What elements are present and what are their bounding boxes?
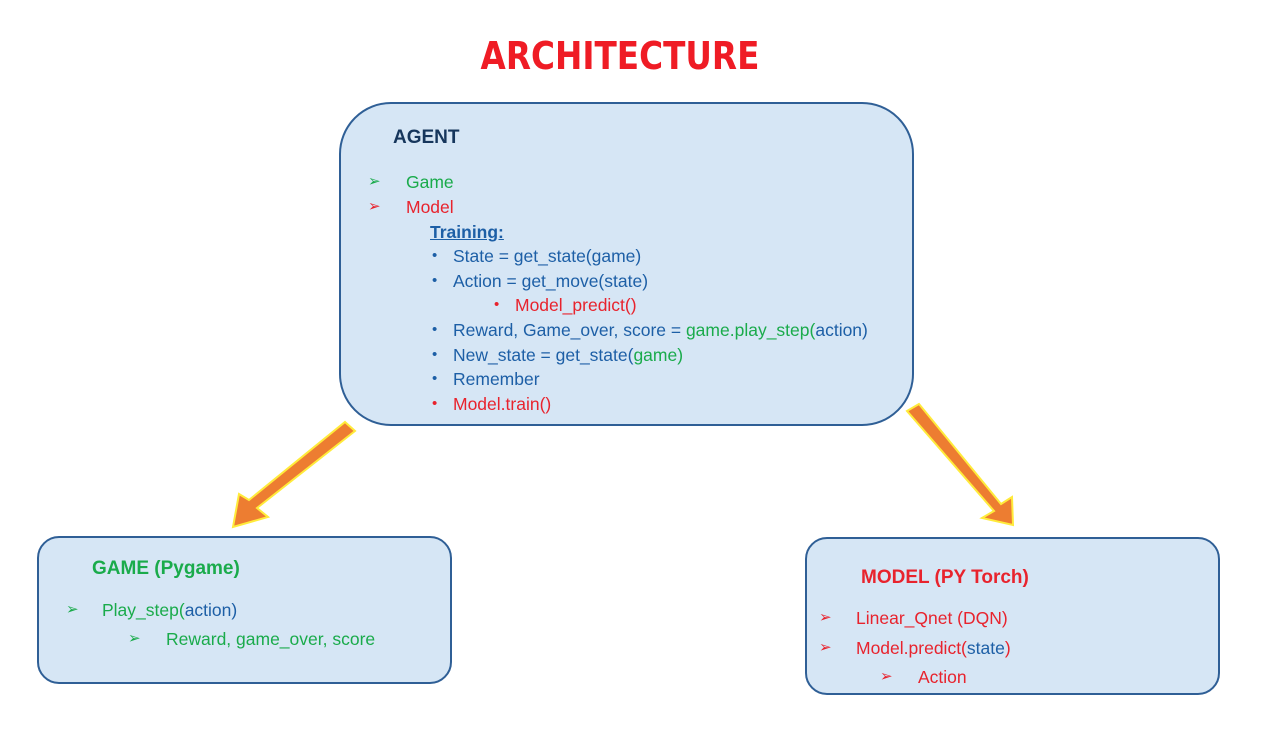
agent-box [339,102,914,426]
step-reward-lhs: Reward, Game_over, score = [453,320,686,340]
training-label: Training: [430,222,504,242]
game-result: Reward, game_over, score [166,629,376,649]
model-predict-call: Model.predict( [856,638,967,658]
agent-item-game: Game [406,172,454,192]
arrowhead-bullet-icon: ➢ [66,601,79,618]
dot-bullet-icon: • [432,272,438,289]
model-output: Action [918,667,967,687]
game-play-step-call: Play_step( [102,600,185,620]
agent-item-model: Model [406,197,454,217]
dot-bullet-icon: • [432,247,438,264]
step-reward-call: game.play_step( [685,320,816,340]
arrowhead-bullet-icon: ➢ [128,630,141,647]
game-play-step: Play_step(action) [102,600,237,620]
diagram-title: ARCHITECTURE [480,34,760,78]
game-heading: GAME (Pygame) [92,558,240,579]
game-play-step-arg: action) [184,600,238,620]
step-state: State = get_state(game) [453,246,642,266]
model-net: Linear_Qnet (DQN) [856,608,1008,628]
model-predict-close: ) [1004,638,1011,658]
step-reward-arg: action) [815,320,868,340]
dot-bullet-icon: • [432,346,438,363]
model-predict-arg: state [966,638,1005,658]
step-train: Model.train() [453,394,552,414]
dot-bullet-icon: • [432,395,438,412]
arrowhead-bullet-icon: ➢ [368,198,381,215]
step-new-state-arg: game) [633,345,684,365]
arrowhead-bullet-icon: ➢ [819,639,832,656]
arrow-agent-to-game-icon [231,420,357,529]
agent-heading: AGENT [393,127,460,148]
step-action: Action = get_move(state) [453,271,649,291]
arrowhead-bullet-icon: ➢ [819,609,832,626]
step-model-predict: Model_predict() [515,295,637,315]
dot-bullet-icon: • [432,321,438,338]
dot-bullet-icon: • [494,296,500,313]
step-remember: Remember [453,369,540,389]
model-predict: Model.predict(state) [856,638,1011,658]
arrow-agent-to-model-icon [905,402,1015,527]
arrowhead-bullet-icon: ➢ [880,668,893,685]
game-box [37,536,452,684]
model-box [805,537,1220,695]
arrowhead-bullet-icon: ➢ [368,173,381,190]
dot-bullet-icon: • [432,370,438,387]
step-new-state: New_state = get_state(game) [453,345,683,365]
step-reward: Reward, Game_over, score = game.play_ste… [453,320,868,340]
step-new-state-lhs: New_state = get_state( [453,345,634,365]
model-heading: MODEL (PY Torch) [861,567,1029,588]
